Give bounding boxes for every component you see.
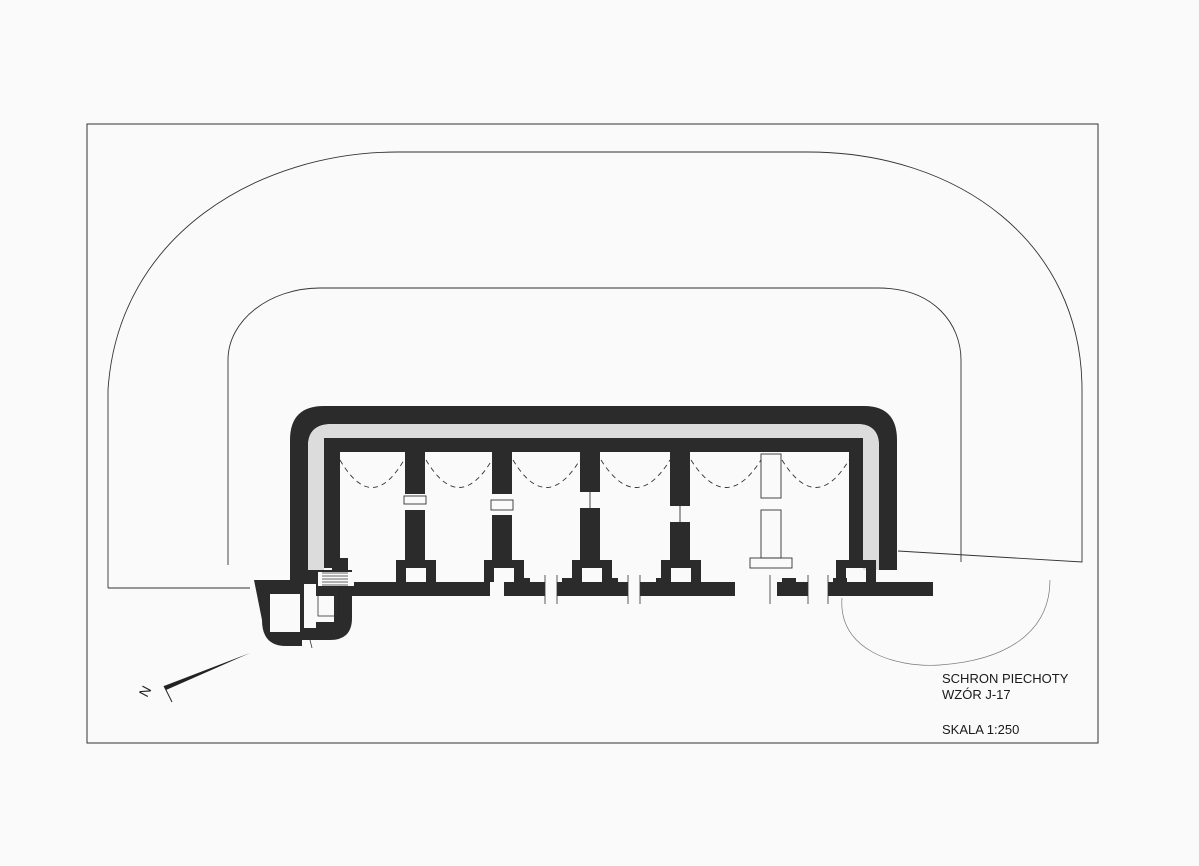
title-block: SCHRON PIECHOTY WZÓR J-17 SKALA 1:250: [942, 671, 1068, 738]
drawing-frame: [86, 123, 1099, 744]
room-partitions: [405, 452, 690, 560]
drawing-title: SCHRON PIECHOTY: [942, 671, 1069, 686]
rear-embankment-curve: [841, 579, 1051, 666]
north-arrow-label: N: [136, 683, 155, 699]
stair-hatching: [322, 572, 348, 586]
inner-embankment-contour: [227, 287, 962, 565]
rear-wall-openings: [490, 582, 828, 596]
pier-bases: [332, 558, 876, 588]
outer-embankment-contour: [107, 151, 1083, 588]
outlined-partition: [749, 453, 793, 569]
entrance-block: [254, 570, 354, 646]
scale-label: SKALA 1:250: [942, 722, 1020, 737]
door-swing-arcs: [339, 459, 850, 488]
opening-ticks: [544, 575, 829, 604]
north-arrow: [163, 653, 250, 703]
entrance-frame: [309, 587, 337, 649]
door-frames: [403, 492, 681, 522]
drawing-subtitle: WZÓR J-17: [942, 687, 1011, 702]
